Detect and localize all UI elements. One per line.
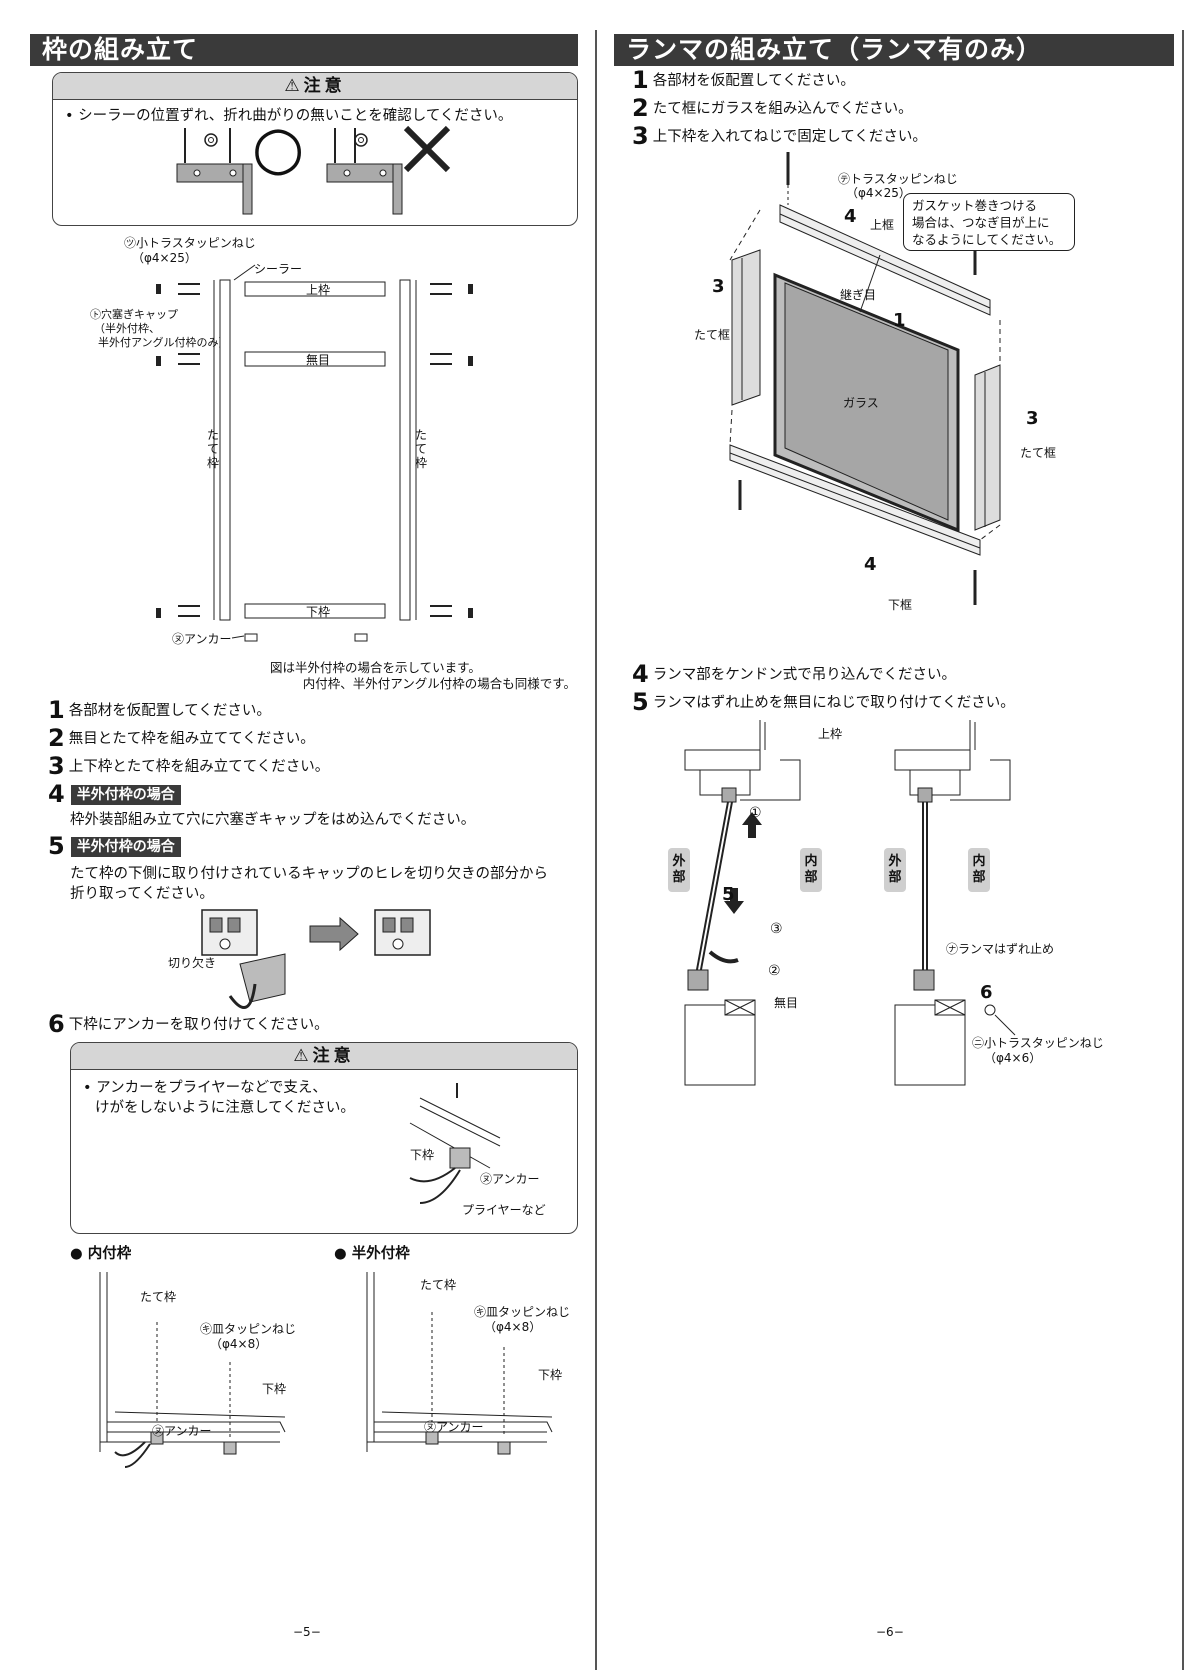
- gasket-callout: ガスケット巻きつける 場合は、つなぎ目が上に なるようにしてください。: [903, 193, 1075, 251]
- inside-tag-left: 内部: [800, 848, 822, 892]
- cap-note-1: （半外付枠、: [94, 322, 160, 335]
- page-edge-right: [1182, 30, 1184, 1670]
- left-step-5-text: たて枠の下側に取り付けされているキャップのヒレを切り欠きの部分から: [70, 866, 549, 882]
- caution-text: • シーラーの位置ずれ、折れ曲がりの無いことを確認してください。: [65, 108, 513, 124]
- sealer-label: シーラー: [254, 262, 303, 276]
- transom-screw: ㋢トラスタッピンねじ: [838, 172, 958, 186]
- num-4-top: 4: [844, 206, 857, 227]
- transom-section-left: [670, 719, 801, 1086]
- left-step-4-text: 枠外装部組み立て穴に穴塞ぎキャップをはめ込んでください。: [70, 812, 476, 828]
- caution-heading-2: ⚠注意: [71, 1043, 577, 1070]
- screw-label: ㋡小トラスタッピンねじ: [124, 236, 256, 250]
- bottom-rail-label: 下框: [888, 598, 913, 612]
- screw-size: （φ4×25）: [132, 251, 197, 265]
- left-section-title: 枠の組み立て: [30, 34, 578, 66]
- caution2-bottom-frame: 下枠: [410, 1148, 435, 1162]
- right-page-number: −6−: [876, 1625, 904, 1639]
- anchor-label: ㋦アンカー: [172, 632, 232, 646]
- inner-anchor: ㋦アンカー: [152, 1424, 212, 1438]
- semi-bottom-frame: 下枠: [538, 1368, 563, 1382]
- diagram-note-2: 内付枠、半外付アングル付枠の場合も同様です。: [302, 676, 576, 691]
- semi-screw-size: （φ4×8）: [484, 1320, 542, 1334]
- caution2-anchor: ㋦アンカー: [480, 1172, 540, 1186]
- num-1: 1: [893, 310, 906, 331]
- sealer-ng-illustration: [326, 128, 403, 215]
- frame-assembly-diagram: [156, 264, 473, 642]
- section-top-frame-label: 上枠: [818, 727, 843, 741]
- step-circle-3: ③: [770, 921, 783, 937]
- left-step-5-text2: 折り取ってください。: [70, 886, 214, 902]
- mullion-label: 無目: [306, 353, 331, 367]
- caution-heading: ⚠注意: [53, 73, 577, 100]
- sealer-ok-illustration: [176, 128, 253, 215]
- page-divider: [595, 30, 597, 1670]
- caution-box-sealer: ⚠注意 • シーラーの位置ずれ、折れ曲がりの無いことを確認してください。: [52, 72, 578, 226]
- inner-bottom-frame: 下枠: [262, 1382, 287, 1396]
- cap-notch-illustration: [201, 909, 431, 1009]
- top-frame-label: 上枠: [306, 283, 331, 297]
- top-rail-label: 上框: [870, 218, 895, 232]
- left-page-number: −5−: [293, 1625, 321, 1639]
- inner-screw-size: （φ4×8）: [210, 1337, 268, 1351]
- section-mullion-label: 無目: [774, 996, 799, 1010]
- transom-exploded-diagram: [729, 152, 1001, 605]
- semi-vertical-frame: たて枠: [420, 1278, 457, 1292]
- step-circle-2: ②: [768, 963, 781, 979]
- num-4-bottom: 4: [864, 554, 877, 575]
- semi-frame-title: ● 半外付枠: [334, 1246, 410, 1262]
- num-3-right: 3: [1026, 408, 1039, 429]
- inner-frame-anchor-diagram: [99, 1272, 286, 1468]
- semi-screw: ㋖皿タッピンねじ: [474, 1305, 571, 1319]
- inside-tag-right: 内部: [968, 848, 990, 892]
- notch-label: 切り欠き: [168, 956, 217, 970]
- caution2-pliers: プライヤーなど: [462, 1203, 546, 1217]
- cap-label: ㋣穴塞ぎキャップ: [90, 308, 178, 321]
- caution-text-2: • アンカーをプライヤーなどで支え、 けがをしないように注意してください。: [83, 1080, 355, 1116]
- joint-label: 継ぎ目: [840, 288, 877, 302]
- bottom-frame-label: 下枠: [306, 605, 331, 619]
- vertical-frame-label-left: たて枠: [206, 428, 219, 470]
- right-stile-label: たて框: [1020, 446, 1057, 460]
- num-5-section: 5: [722, 884, 735, 905]
- section-screw-size: （φ4×6）: [984, 1051, 1042, 1065]
- outside-tag-left: 外部: [668, 848, 690, 892]
- anchor-pliers-illustration: [409, 1083, 501, 1204]
- section-screw-label: ㋥小トラスタッピンねじ: [972, 1036, 1104, 1050]
- vertical-frame-label-right: たて枠: [414, 428, 427, 470]
- ok-mark: ○: [252, 113, 305, 183]
- inner-screw: ㋖皿タッピンねじ: [200, 1322, 297, 1336]
- outside-tag-right: 外部: [884, 848, 906, 892]
- caution-box-anchor: ⚠注意 • アンカーをプライヤーなどで支え、 けがをしないように注意してください…: [70, 1042, 578, 1234]
- glass-label: ガラス: [843, 396, 879, 410]
- transom-section-right: [894, 720, 1016, 1086]
- semi-anchor: ㋦アンカー: [424, 1420, 484, 1434]
- semi-frame-anchor-diagram: [366, 1272, 553, 1455]
- right-section-title: ランマの組み立て（ランマ有のみ）: [614, 34, 1174, 66]
- num-3-left: 3: [712, 276, 725, 297]
- step-circle-1: ①: [749, 805, 762, 821]
- diagram-note-1: 図は半外付枠の場合を示しています。: [270, 660, 481, 675]
- num-6-section: 6: [980, 982, 993, 1003]
- inner-frame-title: ● 内付枠: [70, 1246, 132, 1262]
- transom-screw-size: （φ4×25）: [846, 186, 911, 200]
- cap-note-2: 半外付アングル付枠のみ）: [98, 336, 230, 349]
- stopper-label: ㋤ランマはずれ止め: [946, 942, 1055, 956]
- inner-vertical-frame: たて枠: [140, 1290, 177, 1304]
- left-stile-label: たて框: [694, 328, 731, 342]
- ng-mark-icon: [403, 125, 451, 173]
